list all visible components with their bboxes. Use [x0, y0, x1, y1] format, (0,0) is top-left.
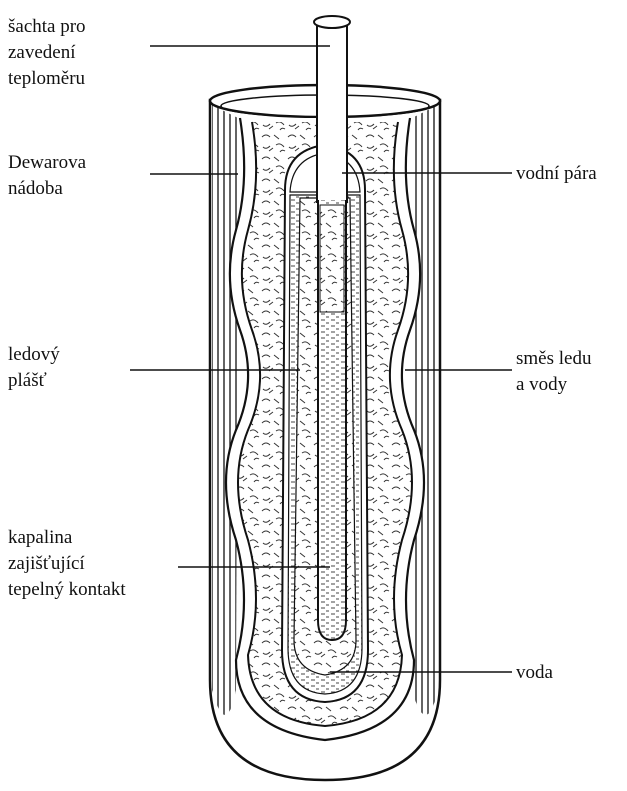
label-ice-water-mix: směs ledu a vody [516, 346, 591, 398]
thermometer-well [314, 16, 350, 640]
label-water: voda [516, 660, 553, 686]
label-dewar-vessel: Dewarova nádoba [8, 150, 86, 202]
label-water-vapor: vodní pára [516, 161, 597, 187]
label-contact-liquid: kapalina zajišťující tepelný kontakt [8, 525, 126, 603]
label-ice-jacket: ledový plášť [8, 342, 60, 394]
label-thermometer-shaft: šachta pro zavedení teploměru [8, 14, 86, 92]
